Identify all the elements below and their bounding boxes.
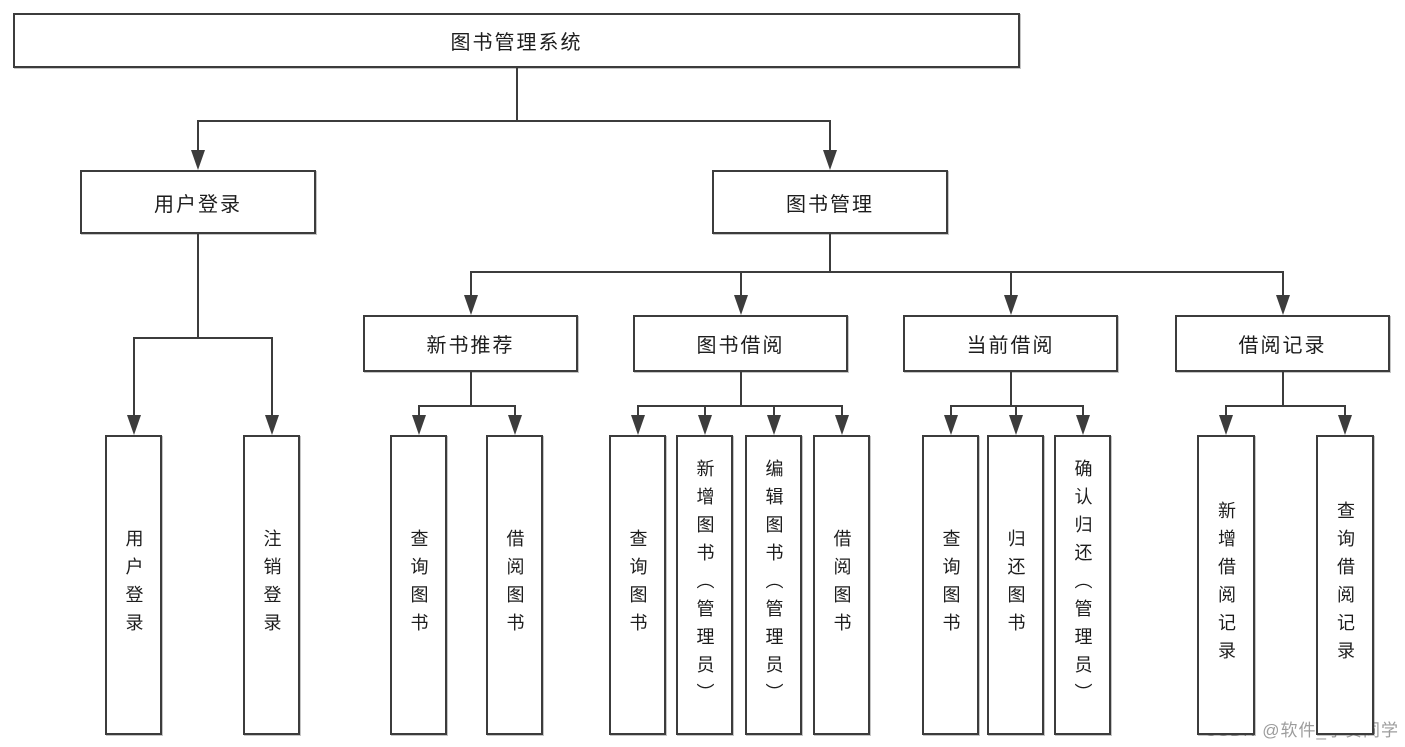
node-root: 图书管理系统 bbox=[13, 13, 1020, 68]
connector-line bbox=[949, 405, 1084, 407]
arrow-down-icon bbox=[411, 415, 426, 435]
arrow-down-icon bbox=[630, 415, 645, 435]
node-label-v-edit-book: 编辑图书（管理员） bbox=[763, 459, 784, 711]
node-v-query-book-2: 查询图书 bbox=[609, 435, 666, 735]
node-label-book-borrow: 图书借阅 bbox=[696, 335, 785, 357]
node-v-edit-book: 编辑图书（管理员） bbox=[745, 435, 802, 735]
connector-line bbox=[1009, 372, 1012, 405]
node-v-borrow-book-1: 借阅图书 bbox=[486, 435, 543, 735]
node-v-add-book: 新增图书（管理员） bbox=[676, 435, 733, 735]
node-v-query-book-3: 查询图书 bbox=[922, 435, 979, 735]
arrow-down-icon bbox=[1219, 415, 1233, 435]
node-label-new-book-rec: 新书推荐 bbox=[426, 335, 515, 357]
node-label-v-return-book: 归还图书 bbox=[1005, 529, 1026, 641]
arrow-down-icon bbox=[1075, 415, 1090, 435]
connector-line bbox=[739, 372, 742, 405]
node-label-book-mgmt: 图书管理 bbox=[786, 193, 874, 216]
connector-line bbox=[197, 120, 199, 152]
connector-line bbox=[840, 405, 843, 417]
node-v-confirm-return: 确认归还（管理员） bbox=[1054, 435, 1111, 735]
connector-line bbox=[829, 120, 831, 152]
arrow-down-icon bbox=[507, 415, 522, 435]
connector-line bbox=[949, 405, 952, 417]
connector-line bbox=[636, 405, 639, 417]
connector-line bbox=[772, 405, 775, 417]
connector-line bbox=[1225, 405, 1346, 407]
connector-line bbox=[636, 405, 843, 407]
node-v-add-record: 新增借阅记录 bbox=[1197, 435, 1255, 735]
node-label-v-query-book-3: 查询图书 bbox=[940, 529, 961, 641]
node-label-v-confirm-return: 确认归还（管理员） bbox=[1072, 459, 1093, 711]
connector-line bbox=[417, 405, 516, 407]
connector-line bbox=[703, 405, 706, 417]
arrow-down-icon bbox=[1275, 295, 1290, 315]
arrow-down-icon bbox=[1003, 295, 1018, 315]
node-v-logout: 注销登录 bbox=[243, 435, 300, 735]
connector-line bbox=[132, 337, 135, 417]
connector-line bbox=[469, 271, 472, 297]
node-v-user-login: 用户登录 bbox=[105, 435, 162, 735]
arrow-down-icon bbox=[697, 415, 712, 435]
connector-line bbox=[1081, 405, 1084, 417]
connector-line bbox=[197, 234, 199, 337]
arrow-down-icon bbox=[126, 415, 141, 435]
node-label-v-logout: 注销登录 bbox=[261, 529, 282, 641]
connector-line bbox=[1281, 372, 1284, 405]
arrow-down-icon bbox=[1338, 415, 1352, 435]
node-new-book-rec: 新书推荐 bbox=[363, 315, 578, 372]
arrow-down-icon bbox=[766, 415, 781, 435]
node-label-user-login: 用户登录 bbox=[154, 193, 242, 216]
node-label-v-borrow-book-2: 借阅图书 bbox=[831, 529, 852, 641]
node-label-v-query-book-1: 查询图书 bbox=[408, 529, 429, 641]
node-v-borrow-book-2: 借阅图书 bbox=[813, 435, 870, 735]
connector-line bbox=[515, 68, 518, 120]
arrow-down-icon bbox=[823, 150, 837, 170]
connector-line bbox=[197, 120, 831, 122]
node-label-v-borrow-book-1: 借阅图书 bbox=[504, 529, 525, 641]
node-v-query-record: 查询借阅记录 bbox=[1316, 435, 1374, 735]
node-label-v-query-record: 查询借阅记录 bbox=[1335, 501, 1355, 669]
arrow-down-icon bbox=[264, 415, 279, 435]
connector-line bbox=[1344, 405, 1346, 417]
arrow-down-icon bbox=[943, 415, 958, 435]
node-user-login: 用户登录 bbox=[80, 170, 316, 234]
node-label-v-query-book-2: 查询图书 bbox=[627, 529, 648, 641]
node-label-root: 图书管理系统 bbox=[450, 32, 583, 54]
arrow-down-icon bbox=[1008, 415, 1023, 435]
node-v-query-book-1: 查询图书 bbox=[390, 435, 447, 735]
connector-line bbox=[469, 372, 472, 405]
arrow-down-icon bbox=[463, 295, 478, 315]
connector-line bbox=[1009, 271, 1012, 297]
connector-line bbox=[1225, 405, 1227, 417]
connector-line bbox=[829, 234, 831, 271]
node-label-borrow-records: 借阅记录 bbox=[1238, 335, 1327, 357]
node-label-v-add-record: 新增借阅记录 bbox=[1216, 501, 1236, 669]
connector-line bbox=[739, 271, 742, 297]
connector-line bbox=[469, 271, 1284, 273]
node-label-current-borrow: 当前借阅 bbox=[966, 335, 1055, 357]
connector-line bbox=[417, 405, 420, 417]
arrow-down-icon bbox=[834, 415, 849, 435]
node-book-mgmt: 图书管理 bbox=[712, 170, 948, 234]
node-v-return-book: 归还图书 bbox=[987, 435, 1044, 735]
connector-line bbox=[132, 337, 273, 339]
connector-line bbox=[270, 337, 273, 417]
node-borrow-records: 借阅记录 bbox=[1175, 315, 1390, 372]
arrow-down-icon bbox=[191, 150, 205, 170]
connector-line bbox=[513, 405, 516, 417]
node-current-borrow: 当前借阅 bbox=[903, 315, 1118, 372]
connector-line bbox=[1014, 405, 1017, 417]
node-label-v-add-book: 新增图书（管理员） bbox=[694, 459, 715, 711]
connector-line bbox=[1281, 271, 1284, 297]
node-label-v-user-login: 用户登录 bbox=[123, 529, 144, 641]
node-book-borrow: 图书借阅 bbox=[633, 315, 848, 372]
arrow-down-icon bbox=[733, 295, 748, 315]
